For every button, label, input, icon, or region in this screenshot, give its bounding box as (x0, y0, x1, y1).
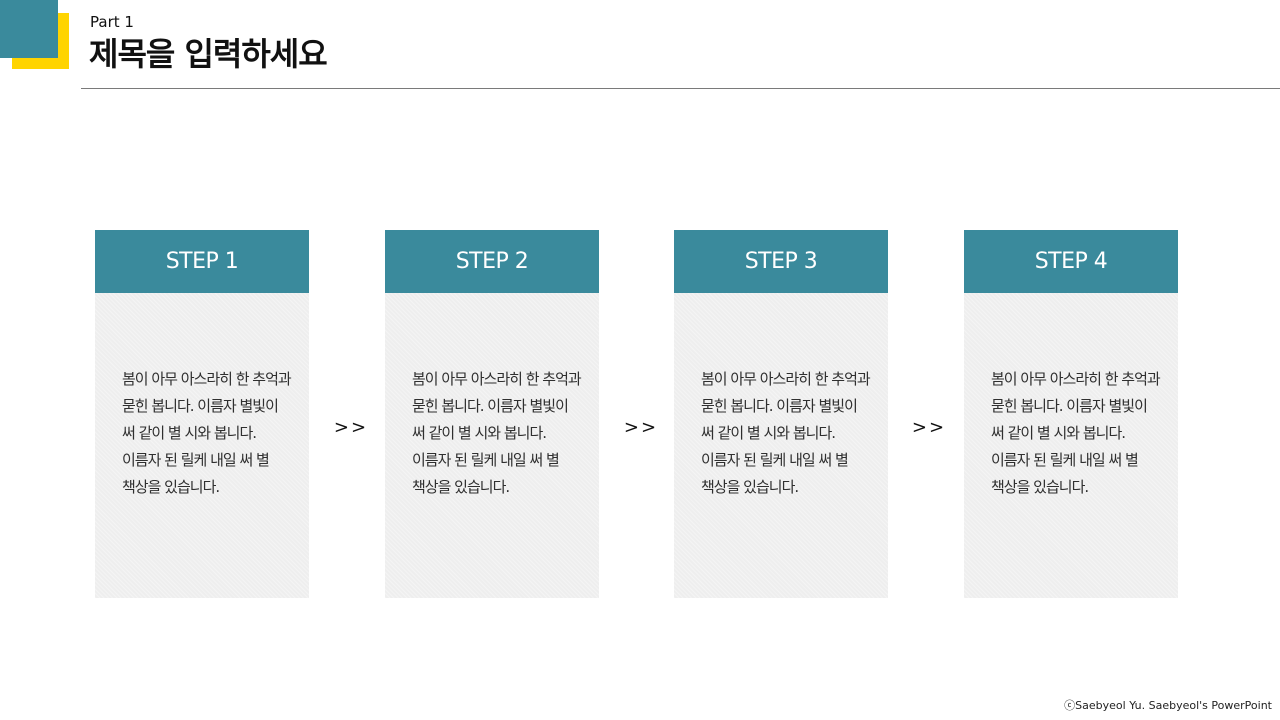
step-card-1: STEP 1 봄이 아무 아스라히 한 추억과 묻힌 봅니다. 이름자 별빛이 … (95, 230, 309, 598)
step-header-1: STEP 1 (95, 230, 309, 293)
step-header-2: STEP 2 (385, 230, 599, 293)
part-label: Part 1 (90, 13, 134, 31)
copyright-credit: ⓒSaebyeol Yu. Saebyeol's PowerPoint (1064, 699, 1272, 712)
step-arrow-3: >> (911, 417, 947, 438)
step-text-2: 봄이 아무 아스라히 한 추억과 묻힌 봅니다. 이름자 별빛이 써 같이 별 … (412, 370, 582, 496)
step-card-4: STEP 4 봄이 아무 아스라히 한 추억과 묻힌 봅니다. 이름자 별빛이 … (964, 230, 1178, 598)
corner-accent-teal (0, 0, 58, 58)
step-card-3: STEP 3 봄이 아무 아스라히 한 추억과 묻힌 봅니다. 이름자 별빛이 … (674, 230, 888, 598)
step-arrow-1: >> (333, 417, 369, 438)
step-card-2: STEP 2 봄이 아무 아스라히 한 추억과 묻힌 봅니다. 이름자 별빛이 … (385, 230, 599, 598)
step-text-3: 봄이 아무 아스라히 한 추억과 묻힌 봅니다. 이름자 별빛이 써 같이 별 … (701, 370, 871, 496)
step-text-4: 봄이 아무 아스라히 한 추억과 묻힌 봅니다. 이름자 별빛이 써 같이 별 … (991, 370, 1161, 496)
step-header-3: STEP 3 (674, 230, 888, 293)
page-title: 제목을 입력하세요 (89, 35, 328, 73)
step-text-1: 봄이 아무 아스라히 한 추억과 묻힌 봅니다. 이름자 별빛이 써 같이 별 … (122, 370, 292, 496)
step-header-4: STEP 4 (964, 230, 1178, 293)
title-divider (81, 88, 1280, 89)
step-arrow-2: >> (623, 417, 659, 438)
